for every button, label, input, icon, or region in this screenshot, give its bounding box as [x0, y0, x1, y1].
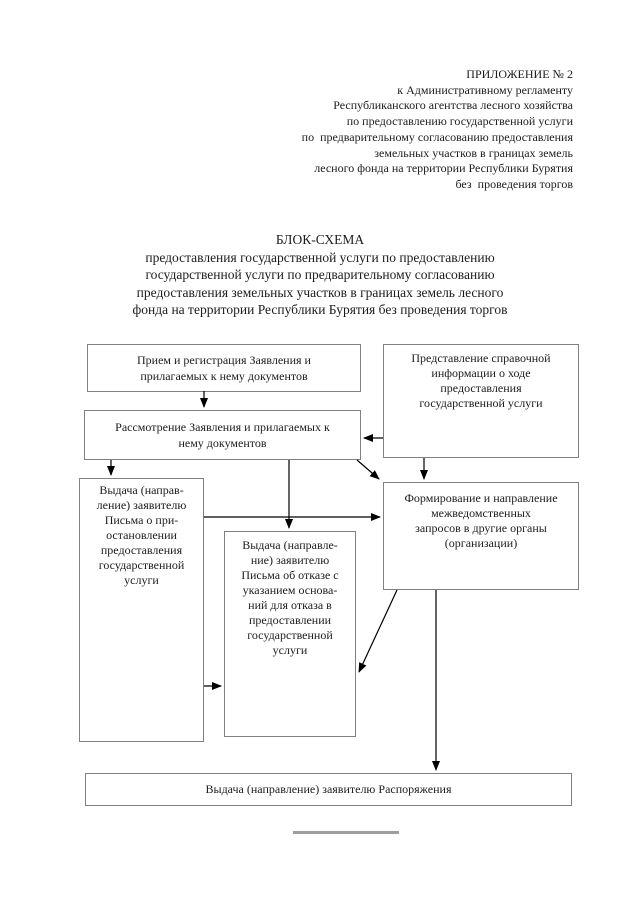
- appendix-header-line: без проведения торгов: [455, 176, 573, 191]
- flowchart-box-info-text: Представление справочной информации о хо…: [411, 351, 551, 410]
- appendix-header-line: Республиканского агентства лесного хозяй…: [333, 98, 573, 113]
- page-title: БЛОК-СХЕМА предоставления государственно…: [60, 231, 580, 319]
- flowchart-box-review-text: Рассмотрение Заявления и прилагаемых к н…: [115, 420, 330, 450]
- flowchart-box-refuse-text: Выдача (направле- ние) заявителю Письма …: [241, 538, 339, 657]
- arrow-requests-to-refuse: [358, 589, 398, 673]
- flowchart-box-requests: Формирование и направление межведомствен…: [383, 482, 579, 590]
- page-title-line: предоставления земельных участков в гран…: [136, 284, 504, 300]
- arrow-review-to-requests: [356, 459, 380, 480]
- flowchart-box-refuse: Выдача (направле- ние) заявителю Письма …: [224, 531, 356, 737]
- flowchart-box-info: Представление справочной информации о хо…: [383, 344, 579, 458]
- appendix-header-line: по предварительному согласованию предост…: [301, 129, 573, 144]
- flowchart-box-suspend-text: Выдача (направ- ление) заявителю Письма …: [96, 483, 187, 587]
- flowchart-box-requests-text: Формирование и направление межведомствен…: [404, 491, 558, 550]
- appendix-header-line: по предоставлению государственной услуги: [346, 114, 573, 129]
- flowchart-box-order-text: Выдача (направление) заявителю Распоряже…: [205, 782, 452, 796]
- appendix-header-line: земельных участков в границах земель: [374, 145, 573, 160]
- page-title-line: фонда на территории Республики Бурятия б…: [132, 302, 508, 318]
- flowchart-box-suspend: Выдача (направ- ление) заявителю Письма …: [79, 478, 204, 742]
- page-title-line: БЛОК-СХЕМА: [275, 232, 365, 247]
- flowchart-box-reception: Прием и регистрация Заявления и прилагае…: [87, 344, 361, 392]
- appendix-header-line: ПРИЛОЖЕНИЕ № 2: [466, 67, 573, 81]
- appendix-header: ПРИЛОЖЕНИЕ № 2 к Административному регла…: [302, 67, 573, 193]
- flowchart-box-review: Рассмотрение Заявления и прилагаемых к н…: [84, 410, 361, 460]
- appendix-header-line: к Административному регламенту: [397, 82, 573, 97]
- flowchart-box-reception-text: Прием и регистрация Заявления и прилагае…: [137, 353, 311, 383]
- footer-rule: [293, 831, 399, 834]
- appendix-header-line: лесного фонда на территории Республики Б…: [314, 161, 573, 176]
- page-title-line: государственной услуги по предварительно…: [145, 267, 495, 283]
- flowchart-box-order: Выдача (направление) заявителю Распоряже…: [85, 773, 572, 806]
- page-title-line: предоставления государственной услуги по…: [145, 249, 495, 265]
